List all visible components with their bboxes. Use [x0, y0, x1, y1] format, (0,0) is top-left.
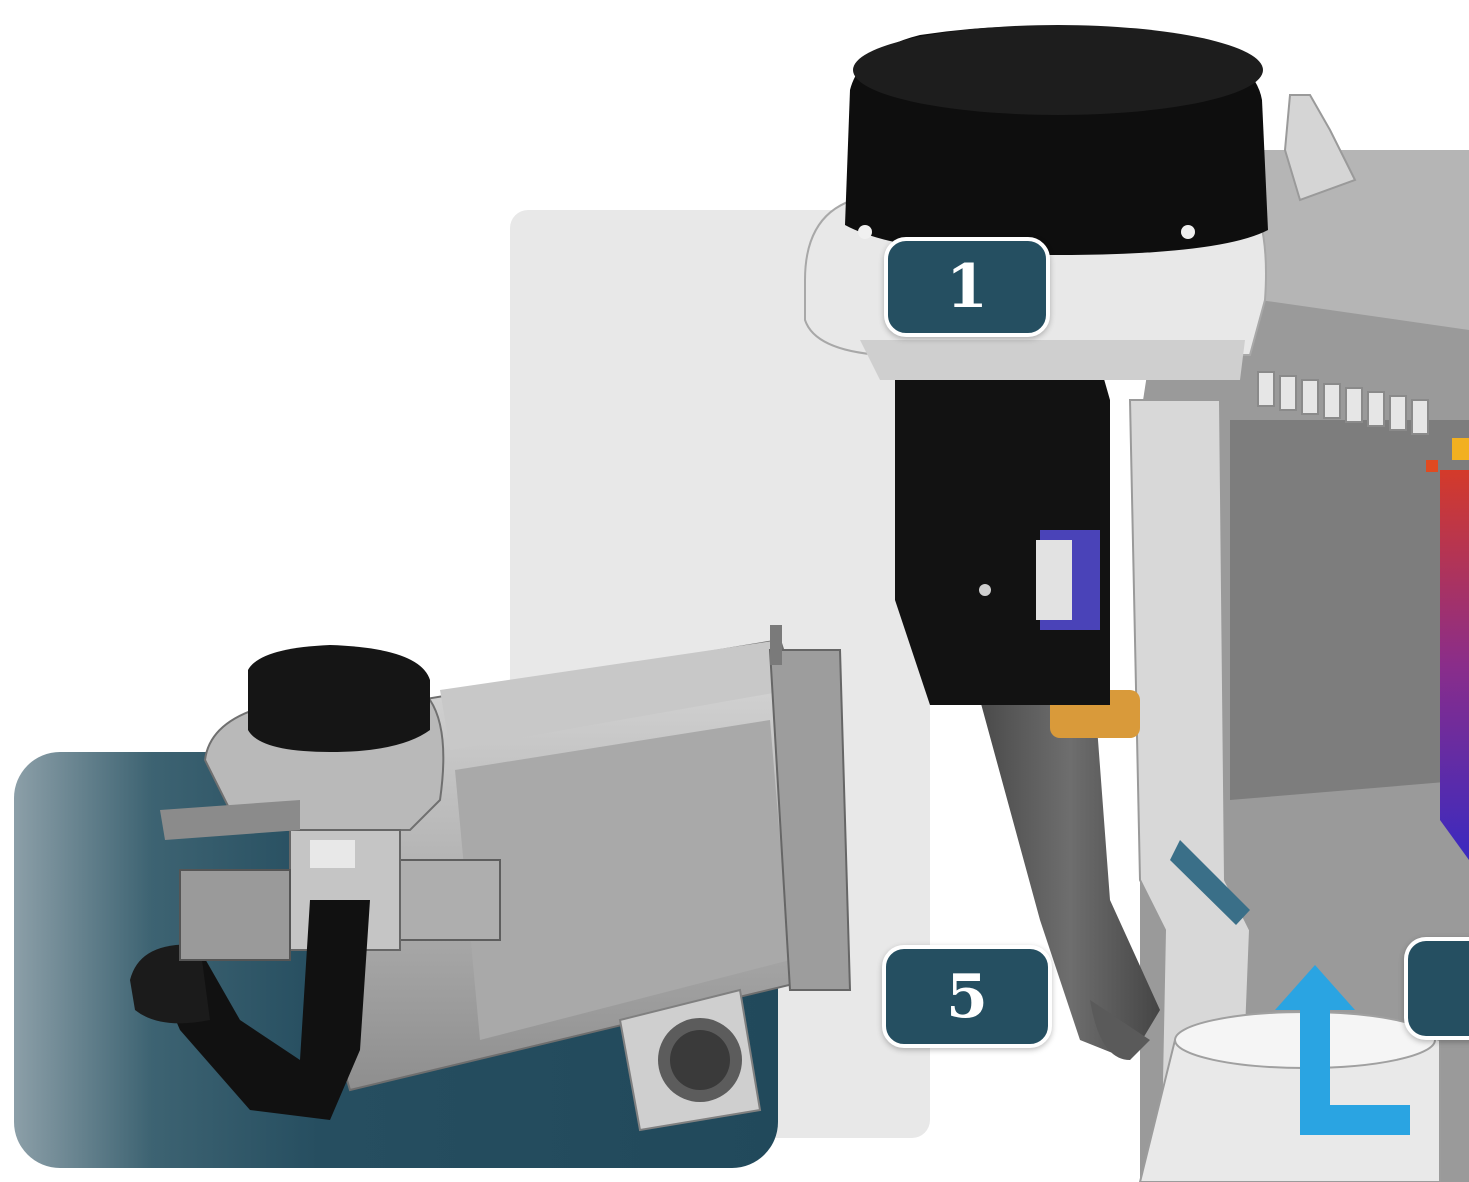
- heat-section: [1440, 470, 1469, 860]
- cutaway-illustration: [804, 25, 1469, 1182]
- callout-partial: [1404, 937, 1469, 1040]
- product-photo: [130, 625, 852, 1132]
- cooling-fins: [1257, 371, 1429, 435]
- air-inlet-arrow-icon: [1275, 965, 1410, 1135]
- callout-1: 1: [884, 237, 1050, 337]
- callout-5: 5: [882, 945, 1052, 1048]
